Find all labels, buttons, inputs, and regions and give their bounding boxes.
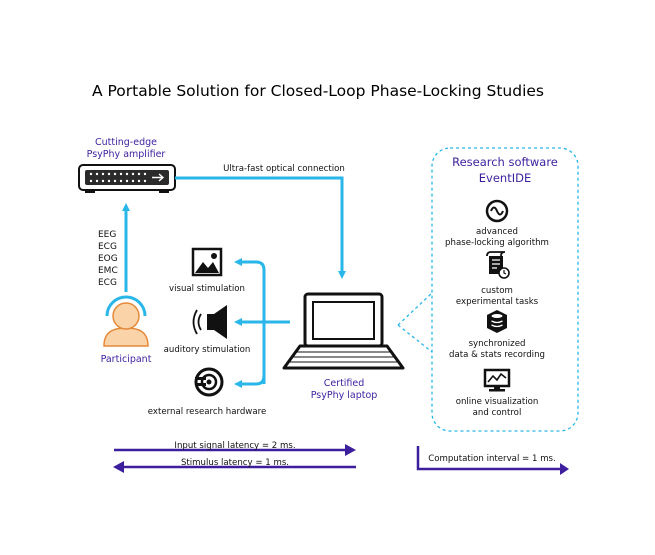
signal-item: EMC (98, 266, 118, 276)
amplifier-label-line2: PsyPhy amplifier (87, 149, 166, 160)
amplifier-icon (78, 164, 176, 193)
signal-item: ECG (98, 242, 117, 252)
feature-label: and control (473, 408, 522, 418)
stimulus-latency-label: Stimulus latency = 1 ms. (181, 458, 289, 468)
stimulus-latency-arrow (113, 461, 356, 473)
software-title-line1: Research software (452, 155, 558, 169)
laptop-icon (282, 292, 405, 370)
software-title-line2: EventIDE (479, 171, 531, 185)
laptop-label-line2: PsyPhy laptop (311, 390, 378, 401)
feature-label: experimental tasks (456, 297, 539, 307)
signal-item: EOG (98, 254, 118, 264)
auditory-stimulation-label: auditory stimulation (164, 345, 251, 355)
computation-bracket (416, 446, 564, 471)
software-panel (431, 147, 579, 432)
monitor-chart-icon (483, 368, 511, 392)
page-title: A Portable Solution for Closed-Loop Phas… (92, 82, 544, 100)
participant-icon (103, 295, 149, 347)
phase-wave-icon (485, 199, 509, 223)
signal-list: EEG ECG EOG EMC ECG (98, 230, 118, 288)
hardware-icon (194, 367, 224, 397)
computation-interval-label: Computation interval = 1 ms. (428, 454, 556, 464)
hardware-label: external research hardware (148, 407, 266, 417)
callout-connector (397, 292, 433, 353)
speaker-icon (192, 305, 227, 339)
scroll-clock-icon (486, 251, 510, 279)
feature-label: phase-locking algorithm (445, 238, 549, 248)
image-icon (191, 247, 223, 277)
participant-label: Participant (101, 354, 152, 365)
stimulus-arrows (234, 258, 290, 388)
computation-arrowhead (560, 463, 569, 475)
signal-item: ECG (98, 278, 117, 288)
feature-label: data & stats recording (449, 350, 545, 360)
optical-connection-arrow (175, 176, 346, 279)
database-icon (487, 310, 507, 333)
connection-label: Ultra-fast optical connection (223, 164, 345, 174)
laptop-label-line1: Certified (324, 378, 365, 389)
feature-label: custom (481, 286, 513, 296)
feature-label: advanced (476, 227, 518, 237)
visual-stimulation-label: visual stimulation (169, 284, 245, 294)
input-latency-label: Input signal latency = 2 ms. (174, 441, 295, 451)
signal-item: EEG (98, 230, 116, 240)
feature-label: synchronized (469, 339, 526, 349)
input-latency-arrow (114, 444, 356, 456)
feature-label: online visualization (456, 397, 539, 407)
amplifier-label-line1: Cutting-edge (95, 137, 157, 148)
